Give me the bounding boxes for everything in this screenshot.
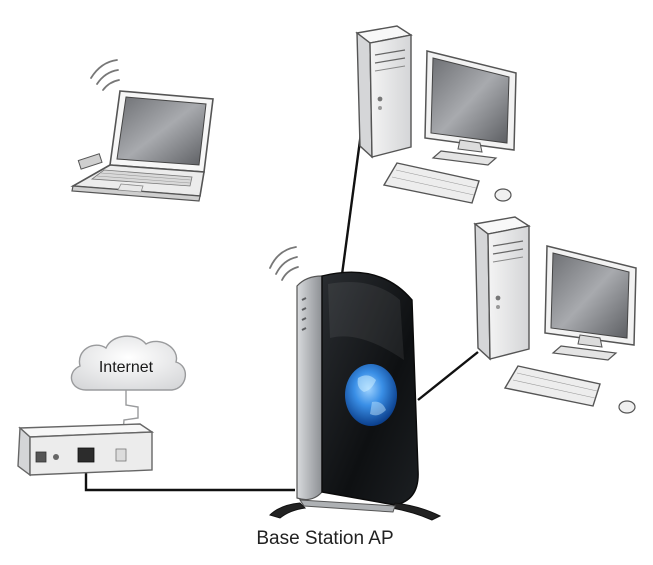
cloud-label: Internet <box>99 359 154 376</box>
globe-icon <box>345 364 397 426</box>
wifi-waves-icon-router <box>269 246 299 281</box>
modem-icon <box>17 423 155 477</box>
diagram-caption: Base Station AP <box>256 528 394 549</box>
cable-router-to-right-pc <box>417 351 479 401</box>
router-icon <box>269 246 442 521</box>
desktop-pc-icon-right <box>473 216 637 414</box>
laptop-icon <box>70 59 214 202</box>
wifi-waves-icon <box>90 59 120 91</box>
desktop-pc-icon <box>355 25 517 204</box>
cloud-icon: Internet <box>70 335 186 447</box>
